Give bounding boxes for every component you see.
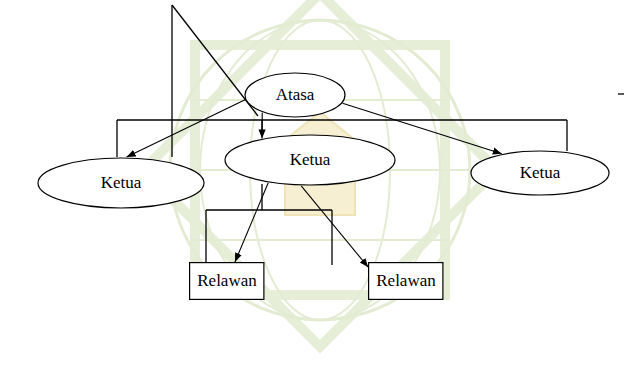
tree-lines bbox=[117, 5, 624, 265]
branch-bar bbox=[206, 209, 332, 210]
ellipse-outline bbox=[245, 73, 345, 117]
rect-node: Relawan bbox=[189, 262, 264, 300]
frame-line bbox=[171, 5, 172, 157]
arrow-connector bbox=[301, 186, 368, 267]
node-text: Relawan bbox=[376, 271, 435, 291]
rect-outline bbox=[369, 263, 443, 300]
node-text: Atasa bbox=[276, 85, 315, 105]
node-text: Ketua bbox=[101, 173, 142, 193]
ellipse-outline bbox=[38, 158, 204, 208]
node-text: Ketua bbox=[290, 150, 331, 170]
node-label: Ketua bbox=[37, 157, 205, 209]
ellipse-node: Ketua bbox=[37, 157, 205, 209]
arrow-connector bbox=[235, 183, 268, 262]
stray-dash bbox=[618, 93, 624, 94]
rect-node: Relawan bbox=[368, 262, 443, 300]
node-label: Ketua bbox=[470, 150, 610, 196]
arrow-connector bbox=[127, 100, 246, 157]
branch-drop bbox=[331, 210, 332, 265]
ellipse-node: Ketua bbox=[224, 134, 396, 186]
branch-drop bbox=[116, 120, 117, 157]
branch-drop bbox=[566, 120, 567, 151]
node-text: Ketua bbox=[520, 163, 561, 183]
watermark-parallel bbox=[190, 239, 450, 241]
ellipse-node: Atasa bbox=[244, 72, 346, 118]
rect-outline bbox=[190, 263, 264, 300]
watermark-globe bbox=[170, 20, 470, 320]
frame-diagonal bbox=[172, 5, 258, 116]
node-text: Relawan bbox=[197, 271, 256, 291]
ellipse-outline bbox=[471, 151, 609, 195]
branch-drop bbox=[205, 210, 206, 262]
node-label: Relawan bbox=[368, 262, 443, 300]
ellipse-outline bbox=[225, 135, 395, 185]
node-label: Atasa bbox=[244, 72, 346, 118]
arrow-connector bbox=[261, 113, 262, 139]
branch-bar bbox=[117, 119, 567, 120]
ellipse-node: Ketua bbox=[470, 150, 610, 196]
node-label: Relawan bbox=[189, 262, 264, 300]
node-label: Ketua bbox=[224, 134, 396, 186]
